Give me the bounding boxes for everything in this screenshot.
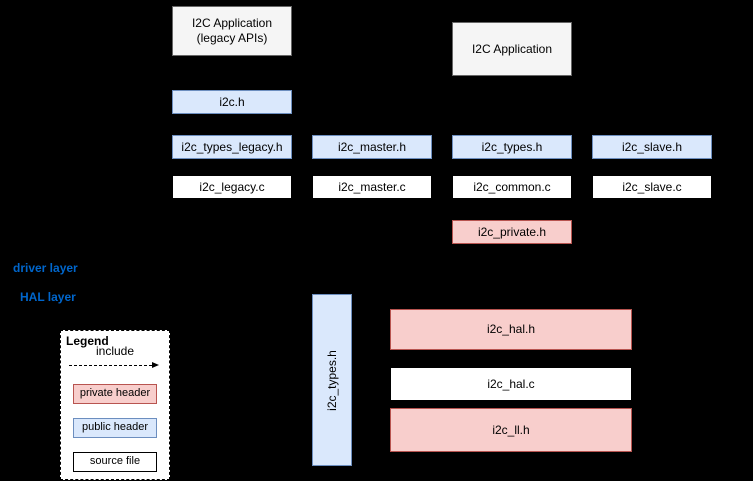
node-i2c-legacy-c: i2c_legacy.c <box>172 175 292 199</box>
node-i2c-master-c: i2c_master.c <box>312 175 432 199</box>
node-i2c-slave-c: i2c_slave.c <box>592 175 712 199</box>
legend-public-header: public header <box>73 418 157 438</box>
arrowhead-icon <box>152 362 159 368</box>
include-arrow-icon <box>69 362 159 368</box>
driver-layer-label: driver layer <box>13 261 78 275</box>
legend-title: Legend <box>66 334 109 348</box>
hal-layer-label: HAL layer <box>20 290 76 304</box>
legend-source-file: source file <box>73 452 157 472</box>
vertical-label: i2c_types.h <box>324 349 339 411</box>
legend-include-label: include <box>95 344 135 358</box>
node-i2c-ll-h: i2c_ll.h <box>390 408 632 452</box>
node-i2c-hal-h: i2c_hal.h <box>390 309 632 350</box>
node-i2c-private-h: i2c_private.h <box>452 220 572 244</box>
node-i2c-types-h: i2c_types.h <box>452 135 572 159</box>
node-i2c-slave-h: i2c_slave.h <box>592 135 712 159</box>
node-i2c-application-legacy: I2C Application (legacy APIs) <box>172 6 292 56</box>
legend: Legend include private header public hea… <box>60 330 170 480</box>
node-i2c-types-h-vertical: i2c_types.h <box>312 294 352 466</box>
node-i2c-master-h: i2c_master.h <box>312 135 432 159</box>
node-i2c-application: I2C Application <box>452 22 572 76</box>
node-i2c-types-legacy-h: i2c_types_legacy.h <box>172 135 292 159</box>
node-i2c-h: i2c.h <box>172 90 292 114</box>
node-i2c-common-c: i2c_common.c <box>452 175 572 199</box>
node-i2c-hal-c: i2c_hal.c <box>390 367 632 401</box>
legend-private-header: private header <box>73 384 157 404</box>
